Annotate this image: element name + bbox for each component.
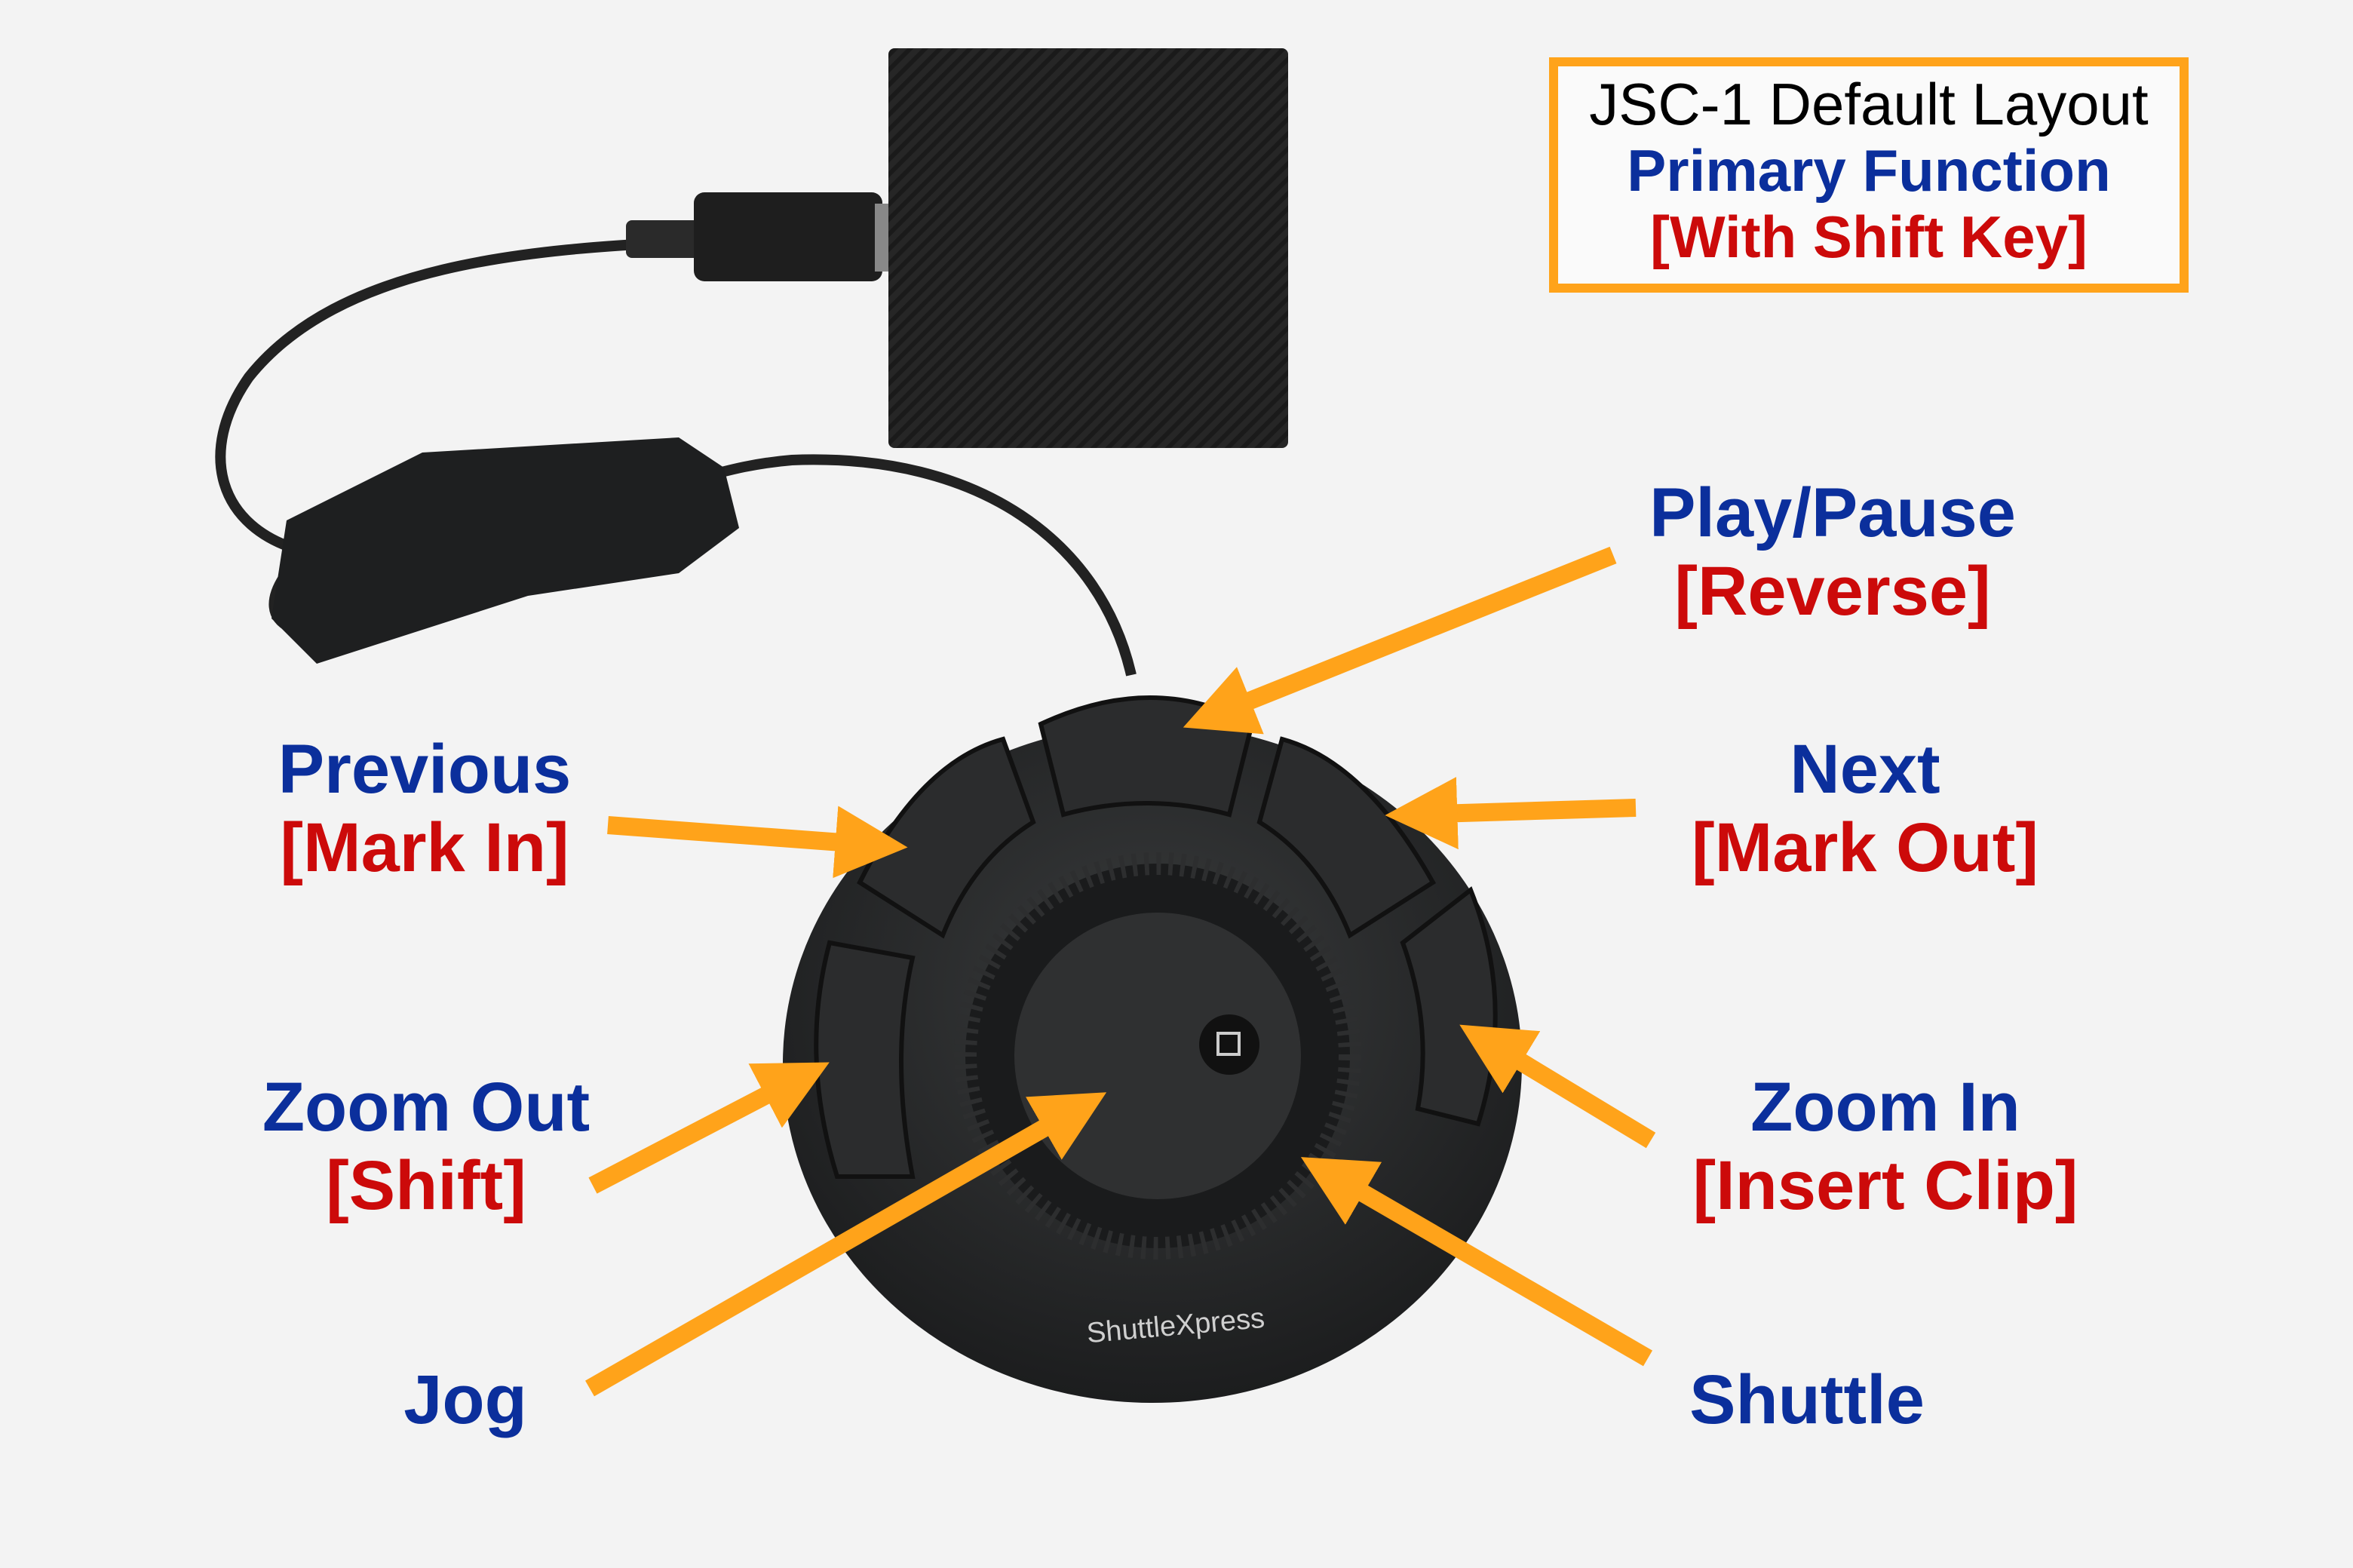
usb-plug-housing (694, 192, 882, 281)
primary-function: Previous (278, 731, 572, 808)
label-jog: Jog (403, 1361, 527, 1439)
usb-hub-box (888, 48, 1288, 448)
jog-wheel-dimple (1199, 1014, 1259, 1075)
arrow-shuttle (1300, 1157, 1653, 1367)
label-next: Next [Mark Out] (1692, 730, 2039, 887)
arrow-jog (585, 1092, 1107, 1397)
arrow-zoom-out (588, 1062, 830, 1194)
jog-wheel-dimple-icon (1216, 1032, 1241, 1056)
usb-plug (626, 220, 701, 258)
primary-function: Zoom Out (262, 1069, 591, 1146)
arrow-previous (607, 805, 908, 879)
jog-wheel (1014, 913, 1301, 1199)
primary-function: Zoom In (1750, 1069, 2020, 1146)
shift-function: [Mark Out] (1692, 809, 2039, 886)
label-shuttle: Shuttle (1689, 1361, 1925, 1439)
label-previous: Previous [Mark In] (278, 730, 572, 887)
taped-cable-bundle (272, 437, 739, 664)
primary-function: Play/Pause (1649, 474, 2016, 551)
shift-function: [Shift] (326, 1147, 526, 1224)
primary-function: Shuttle (1689, 1361, 1925, 1438)
legend-primary: Primary Function (1627, 137, 2111, 204)
legend-title: JSC-1 Default Layout (1589, 71, 2149, 137)
shift-function: [Insert Clip] (1692, 1147, 2078, 1224)
usb-cable-loop (215, 236, 695, 556)
label-zoom-in: Zoom In [Insert Clip] (1692, 1068, 2078, 1225)
button-zoom-out (814, 940, 916, 1179)
shift-function: [Reverse] (1674, 553, 1991, 630)
arrow-next (1385, 777, 1637, 850)
label-play-pause: Play/Pause [Reverse] (1649, 474, 2016, 631)
primary-function: Next (1790, 731, 1940, 808)
legend-box: JSC-1 Default Layout Primary Function [W… (1549, 57, 2189, 293)
arrow-zoom-in (1459, 1024, 1656, 1149)
button-next (1256, 736, 1437, 939)
arrow-play-pause (1183, 546, 1617, 735)
primary-function: Jog (403, 1361, 527, 1438)
label-zoom-out: Zoom Out [Shift] (262, 1068, 590, 1225)
shift-function: [Mark In] (280, 809, 569, 886)
usb-plug-connector (875, 204, 890, 272)
legend-shift: [With Shift Key] (1650, 204, 2088, 270)
